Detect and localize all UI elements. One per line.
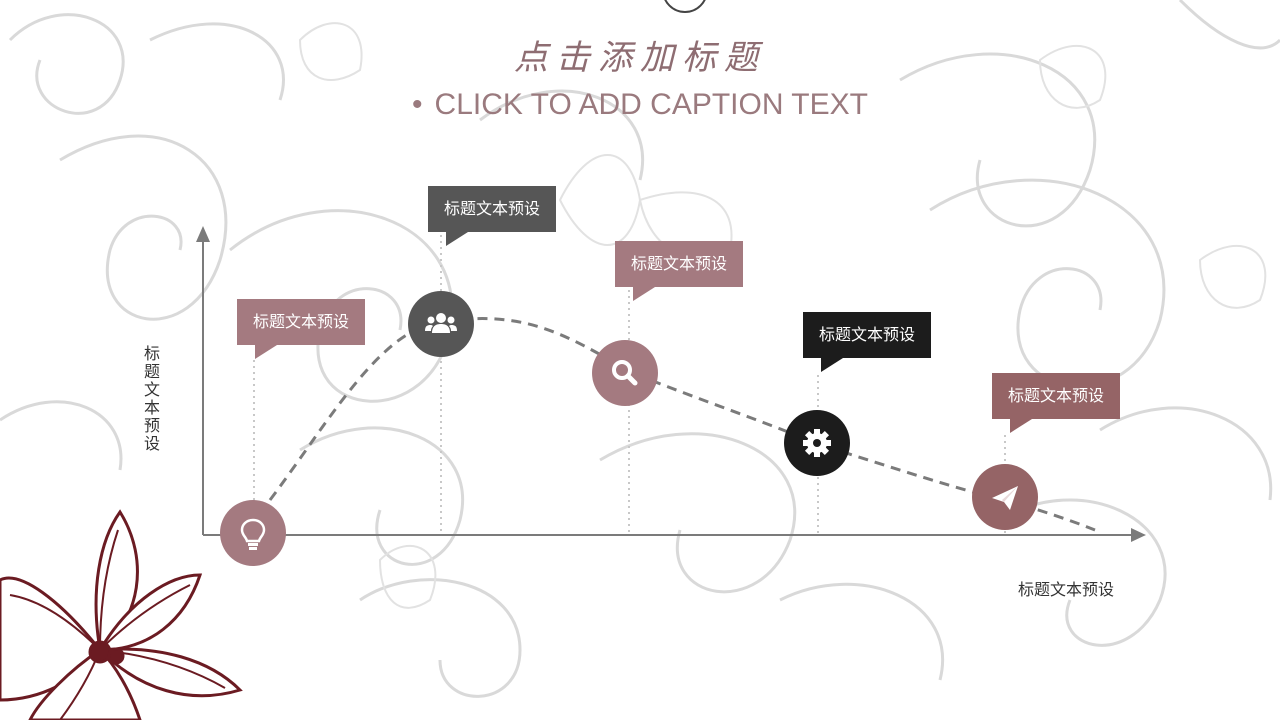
callout-label: 标题文本预设 [631, 254, 728, 273]
slide-title[interactable]: 点击添加标题 [514, 38, 766, 78]
node-paper-plane[interactable] [972, 464, 1038, 530]
callout-3[interactable]: 标题文本预设 [615, 241, 744, 301]
callout-label: 标题文本预设 [444, 199, 541, 218]
callout-4[interactable]: 标题文本预设 [803, 312, 932, 372]
node-gear[interactable] [784, 410, 850, 476]
users-icon [425, 313, 457, 333]
node-users[interactable] [408, 291, 474, 357]
callout-tail [1010, 419, 1032, 433]
callout-1[interactable]: 标题文本预设 [237, 299, 366, 359]
paper-plane-icon [992, 486, 1018, 510]
search-icon [612, 360, 638, 386]
slide-caption[interactable]: • CLICK TO ADD CAPTION TEXT [0, 88, 1280, 122]
gear-icon [803, 429, 831, 457]
y-axis-label: 标题文本预设 [144, 344, 161, 453]
callout-2[interactable]: 标题文本预设 [428, 186, 557, 246]
callout-label: 标题文本预设 [1008, 386, 1105, 405]
callout-label: 标题文本预设 [819, 325, 916, 344]
node-lightbulb[interactable] [220, 500, 286, 566]
callout-tail [446, 232, 468, 246]
callout-label: 标题文本预设 [253, 312, 350, 331]
x-axis-label: 标题文本预设 [1018, 580, 1115, 599]
lightbulb-icon [240, 518, 266, 550]
top-ornament [664, 0, 706, 13]
caption-text: CLICK TO ADD CAPTION TEXT [434, 88, 868, 121]
chart-axes [196, 226, 1146, 542]
callout-tail [821, 358, 843, 372]
caption-bullet: • [412, 88, 423, 121]
callout-tail [633, 287, 655, 301]
callout-5[interactable]: 标题文本预设 [992, 373, 1121, 433]
node-search[interactable] [592, 340, 658, 406]
callout-tail [255, 345, 277, 359]
flower-decoration [0, 509, 243, 720]
